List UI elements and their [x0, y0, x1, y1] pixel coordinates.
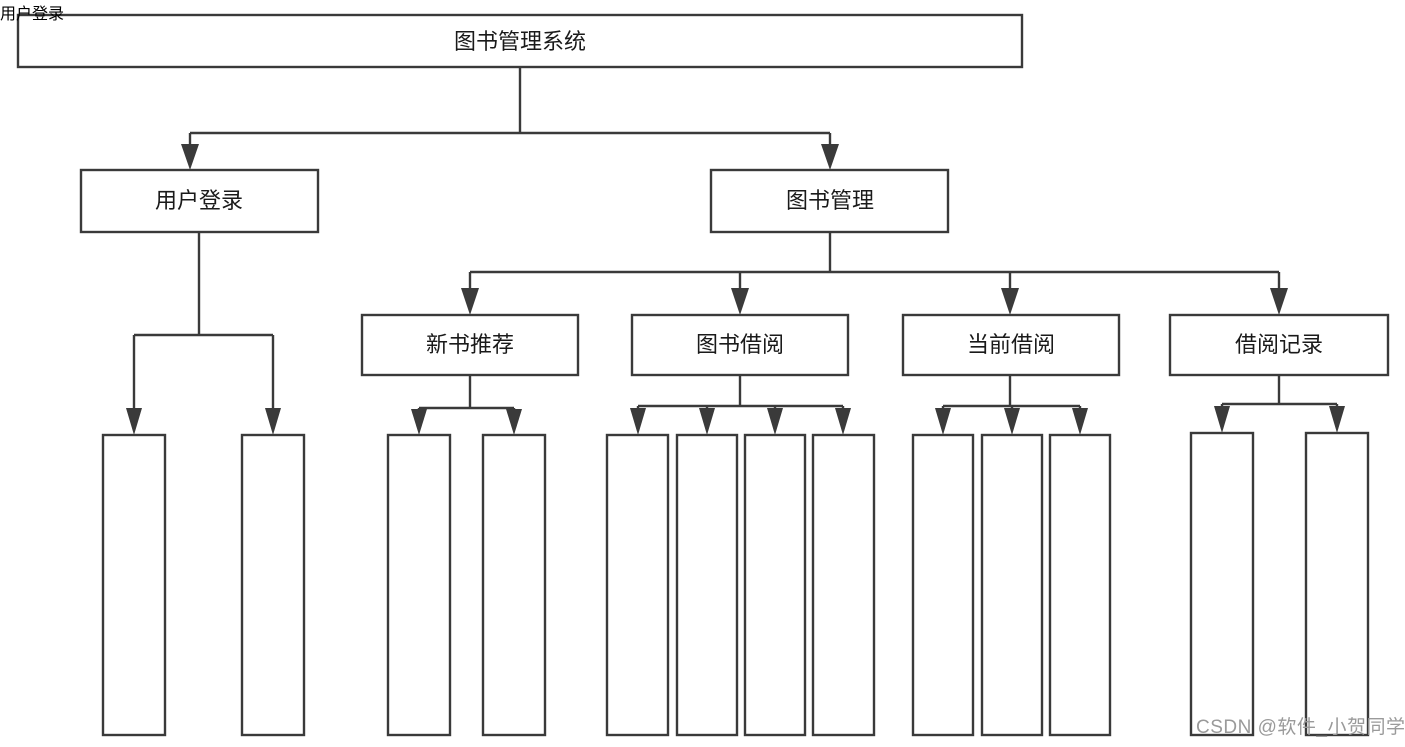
arrowhead-new-book-recommend — [461, 288, 479, 315]
node-leaf-borrow-book-1-box[interactable] — [481, 433, 547, 737]
node-leaf-query-record[interactable] — [1304, 431, 1370, 737]
node-book-borrow[interactable]: 图书借阅 — [630, 313, 850, 377]
node-current-borrow-label: 当前借阅 — [967, 332, 1055, 357]
node-leaf-add-record[interactable] — [1189, 431, 1255, 737]
arrowhead-leaf-borrow-book-2 — [835, 408, 851, 435]
node-leaf-add-book[interactable] — [675, 433, 739, 737]
node-leaf-query-book-2-box[interactable] — [605, 433, 670, 737]
node-leaf-query-record-box[interactable] — [1304, 431, 1370, 737]
node-book-borrow-label: 图书借阅 — [696, 332, 784, 357]
node-leaf-query-book-3-box[interactable] — [911, 433, 975, 737]
node-user-login-label: 用户登录 — [155, 188, 243, 213]
node-borrow-record[interactable]: 借阅记录 — [1168, 313, 1390, 377]
arrowhead-current-borrow — [1001, 288, 1019, 315]
arrowhead-leaf-query-book-1 — [411, 409, 427, 435]
arrowhead-book-manage — [821, 144, 839, 170]
connector-group-current-borrow — [935, 375, 1088, 435]
connector-group-root — [181, 67, 839, 170]
node-root[interactable]: 图书管理系统 — [16, 13, 1024, 69]
node-new-book-recommend[interactable]: 新书推荐 — [360, 313, 580, 377]
node-leaf-return-book[interactable] — [980, 433, 1044, 737]
arrowhead-user-login — [181, 144, 199, 170]
node-leaf-query-book-1-box[interactable] — [386, 433, 452, 737]
node-book-manage[interactable]: 图书管理 — [709, 168, 950, 234]
node-root-label: 图书管理系统 — [454, 29, 586, 54]
node-book-borrow-box[interactable] — [630, 313, 850, 377]
connector-group-user-login — [126, 232, 281, 435]
node-root-box[interactable] — [16, 13, 1024, 69]
node-leaf-borrow-book-2[interactable] — [811, 433, 876, 737]
connector-group-new-book-recommend — [411, 375, 522, 435]
node-leaf-query-book-1[interactable] — [386, 433, 452, 737]
node-leaf-user-login-box[interactable] — [101, 433, 167, 737]
node-leaf-edit-book-box[interactable] — [743, 433, 807, 737]
node-new-book-recommend-label: 新书推荐 — [426, 332, 514, 357]
arrowhead-leaf-user-login — [126, 408, 142, 435]
node-borrow-record-box[interactable] — [1168, 313, 1390, 377]
node-leaf-query-book-3[interactable] — [911, 433, 975, 737]
node-new-book-recommend-box[interactable] — [360, 313, 580, 377]
node-user-login[interactable]: 用户登录 — [79, 168, 320, 234]
connector-group-book-manage — [461, 232, 1288, 315]
arrowhead-leaf-confirm-return — [1072, 408, 1088, 435]
arrowhead-leaf-borrow-book-1 — [506, 409, 522, 435]
node-leaf-add-record-box[interactable] — [1189, 431, 1255, 737]
arrowhead-leaf-edit-book — [767, 408, 783, 435]
node-leaf-add-book-box[interactable] — [675, 433, 739, 737]
arrowhead-leaf-query-record — [1329, 406, 1345, 433]
node-leaf-query-book-2[interactable] — [605, 433, 670, 737]
node-leaf-logout-login[interactable] — [240, 433, 306, 737]
arrowhead-leaf-query-book-2 — [630, 408, 646, 435]
node-leaf-edit-book[interactable] — [743, 433, 807, 737]
arrowhead-leaf-return-book — [1004, 408, 1020, 435]
csdn-watermark: CSDN @软件_小贺同学 — [1196, 716, 1405, 738]
arrowhead-book-borrow — [731, 288, 749, 315]
arrowhead-leaf-add-record — [1214, 406, 1230, 433]
node-leaf-confirm-return[interactable] — [1048, 433, 1112, 737]
node-borrow-record-label: 借阅记录 — [1235, 332, 1323, 357]
node-leaf-confirm-return-box[interactable] — [1048, 433, 1112, 737]
arrowhead-leaf-query-book-3 — [935, 408, 951, 435]
arrowhead-borrow-record — [1270, 288, 1288, 315]
node-leaf-borrow-book-2-box[interactable] — [811, 433, 876, 737]
node-user-login-box[interactable] — [79, 168, 320, 234]
arrowhead-leaf-logout-login — [265, 408, 281, 435]
node-leaf-return-book-box[interactable] — [980, 433, 1044, 737]
connector-group-book-borrow — [630, 375, 851, 435]
node-current-borrow-box[interactable] — [901, 313, 1121, 377]
node-book-manage-label: 图书管理 — [786, 188, 874, 213]
node-current-borrow[interactable]: 当前借阅 — [901, 313, 1121, 377]
node-leaf-borrow-book-1[interactable] — [481, 433, 547, 737]
node-leaf-user-login[interactable] — [101, 433, 167, 737]
connector-group-borrow-record — [1214, 375, 1345, 433]
node-leaf-logout-login-box[interactable] — [240, 433, 306, 737]
arrowhead-leaf-add-book — [699, 408, 715, 435]
node-book-manage-box[interactable] — [709, 168, 950, 234]
